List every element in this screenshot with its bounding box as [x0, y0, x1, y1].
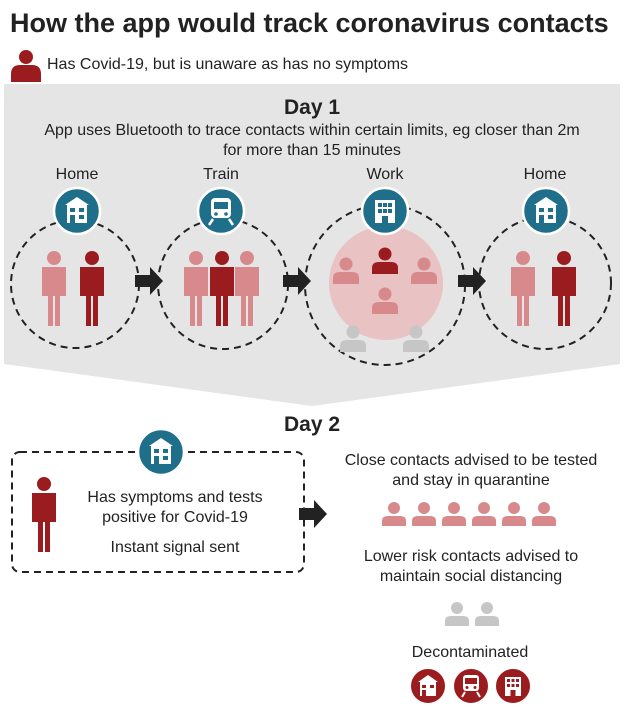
person-low-risk: [445, 602, 469, 626]
page-title: How the app would track coronavirus cont…: [10, 8, 609, 38]
person-contact: [532, 502, 556, 526]
person-contact: [184, 251, 208, 326]
arrow-right-icon: [458, 267, 486, 295]
day1-heading: Day 1: [283, 96, 341, 119]
person-contact: [412, 502, 436, 526]
lower-risk-line2: maintain social distancing: [379, 568, 563, 585]
office-building-icon: [494, 667, 532, 705]
person-contact: [472, 502, 496, 526]
train-icon: [452, 667, 490, 705]
location-label-train: Train: [203, 166, 239, 183]
home-circle-2: [478, 216, 612, 350]
person-contact: [502, 502, 526, 526]
infected-person-icon: [11, 50, 41, 82]
close-contacts-line1: Close contacts advised to be tested: [344, 452, 598, 469]
positive-line2: positive for Covid-19: [102, 509, 248, 526]
day1-description-line1: App uses Bluetooth to trace contacts wit…: [44, 122, 580, 139]
arrow-right-icon: [299, 500, 327, 528]
close-contacts-line2: and stay in quarantine: [392, 472, 550, 489]
home-circle: [10, 219, 140, 349]
person-infected: [210, 251, 234, 326]
home-icon: [521, 186, 571, 236]
person-contact: [382, 502, 406, 526]
day2-heading: Day 2: [283, 413, 341, 436]
office-building-icon: [360, 186, 410, 236]
location-label-home-2: Home: [523, 166, 567, 183]
decontaminated-label: Decontaminated: [411, 644, 529, 661]
train-icon: [196, 186, 246, 236]
day1-description-line2: for more than 15 minutes: [223, 142, 401, 159]
person-contact: [442, 502, 466, 526]
person-infected: [80, 251, 104, 326]
day1-panel: [4, 84, 620, 406]
legend-label: Has Covid-19, but is unaware as has no s…: [47, 56, 409, 73]
signal-text: Instant signal sent: [110, 539, 240, 556]
arrow-right-icon: [135, 267, 163, 295]
lower-risk-line1: Lower risk contacts advised to: [363, 548, 579, 565]
person-low-risk: [475, 602, 499, 626]
day2-scene: [11, 427, 556, 705]
person-contact: [511, 251, 535, 326]
day1-scene: [10, 186, 612, 366]
arrow-right-icon: [283, 267, 311, 295]
person-contact: [42, 251, 66, 326]
location-label-home: Home: [55, 166, 99, 183]
home-icon: [409, 667, 447, 705]
home-icon: [136, 427, 186, 477]
person-infected: [552, 251, 576, 326]
person-infected: [32, 477, 56, 552]
location-label-work: Work: [366, 166, 404, 183]
positive-line1: Has symptoms and tests: [87, 489, 263, 506]
home-icon: [52, 186, 102, 236]
work-proximity-zone: [329, 226, 443, 340]
person-contact: [235, 251, 259, 326]
